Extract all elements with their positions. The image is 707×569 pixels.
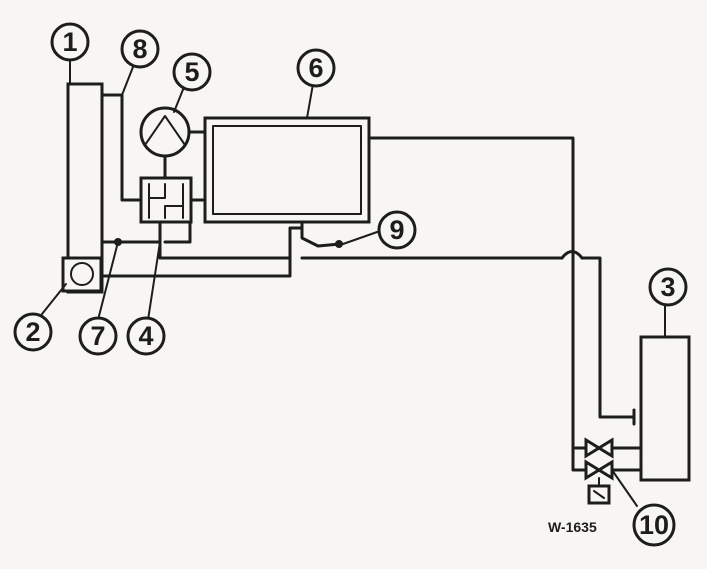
callout-3: 3 [648, 267, 688, 307]
engine-block-outer [203, 116, 371, 224]
radiator-outlet-line [99, 256, 292, 278]
thermostat-return-hose [163, 220, 192, 244]
valve-lower-line [571, 250, 588, 472]
callout-2: 2 [13, 312, 53, 352]
callout-1: 1 [50, 22, 90, 62]
tank-feed-line [300, 256, 636, 419]
callout-8-label: 8 [132, 34, 147, 64]
leader-8 [121, 66, 134, 96]
callout-9-label: 9 [389, 215, 404, 245]
temperature-sensor-9 [335, 240, 343, 248]
leader-10 [611, 469, 638, 507]
expansion-tank [639, 335, 691, 482]
coolant-pump-impeller [144, 115, 186, 146]
bypass-hose [100, 220, 162, 244]
shutoff-valve-lower [584, 459, 614, 481]
callout-9: 9 [377, 210, 417, 250]
thermostat [148, 183, 184, 219]
leader-6 [306, 83, 314, 119]
tank-inlet-stub [604, 408, 636, 426]
callout-5-label: 5 [184, 57, 199, 87]
callout-4: 4 [126, 316, 166, 356]
shutoff-valve-upper [584, 437, 614, 459]
drain-cock [70, 262, 94, 286]
leader-5 [173, 86, 185, 113]
callout-6: 6 [296, 48, 336, 88]
figure-code: W-1635 [548, 519, 597, 535]
leader-2 [41, 283, 67, 315]
valve-actuator-stem [593, 477, 605, 499]
callout-7-label: 7 [90, 321, 105, 351]
leader-4 [147, 241, 161, 321]
callout-10-label: 10 [639, 510, 669, 540]
callout-10: 10 [632, 503, 676, 547]
callout-7: 7 [78, 316, 118, 356]
callout-8: 8 [120, 29, 160, 69]
leader-7 [98, 241, 119, 317]
callout-4-label: 4 [138, 321, 153, 351]
callout-3-label: 3 [660, 272, 675, 302]
leader-9 [342, 230, 381, 245]
sensor-line [300, 220, 342, 248]
radiator-to-thermostat-hose [100, 93, 143, 202]
callout-6-label: 6 [308, 53, 323, 83]
engine-block-inner [212, 125, 362, 215]
callout-1-label: 1 [62, 27, 77, 57]
engine-vent-line [367, 136, 575, 254]
callout-5: 5 [172, 52, 212, 92]
callout-2-label: 2 [25, 317, 40, 347]
